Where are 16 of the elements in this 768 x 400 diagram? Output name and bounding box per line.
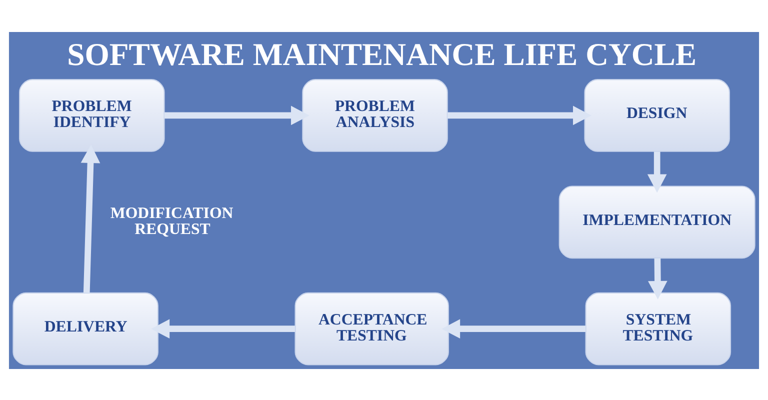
- node-box: ACCEPTANCE TESTING: [294, 292, 449, 365]
- node-box: SYSTEM TESTING: [585, 292, 732, 365]
- node-box: DELIVERY: [12, 292, 158, 365]
- node-box: PROBLEM IDENTIFY: [19, 78, 165, 152]
- arrow: [442, 318, 586, 338]
- arrow: [647, 151, 667, 192]
- node-box: PROBLEM ANALYSIS: [302, 78, 448, 152]
- diagram-title: SOFTWARE MAINTENANCE LIFE CYCLE: [67, 36, 697, 72]
- arrow: [648, 258, 668, 299]
- node-box: DESIGN: [584, 78, 730, 152]
- arrow: [80, 144, 100, 292]
- arrow: [164, 105, 310, 125]
- node-box: IMPLEMENTATION: [558, 185, 756, 258]
- arrow: [447, 105, 592, 125]
- edge-label: MODIFICATION REQUEST: [110, 204, 234, 238]
- arrow: [151, 318, 295, 338]
